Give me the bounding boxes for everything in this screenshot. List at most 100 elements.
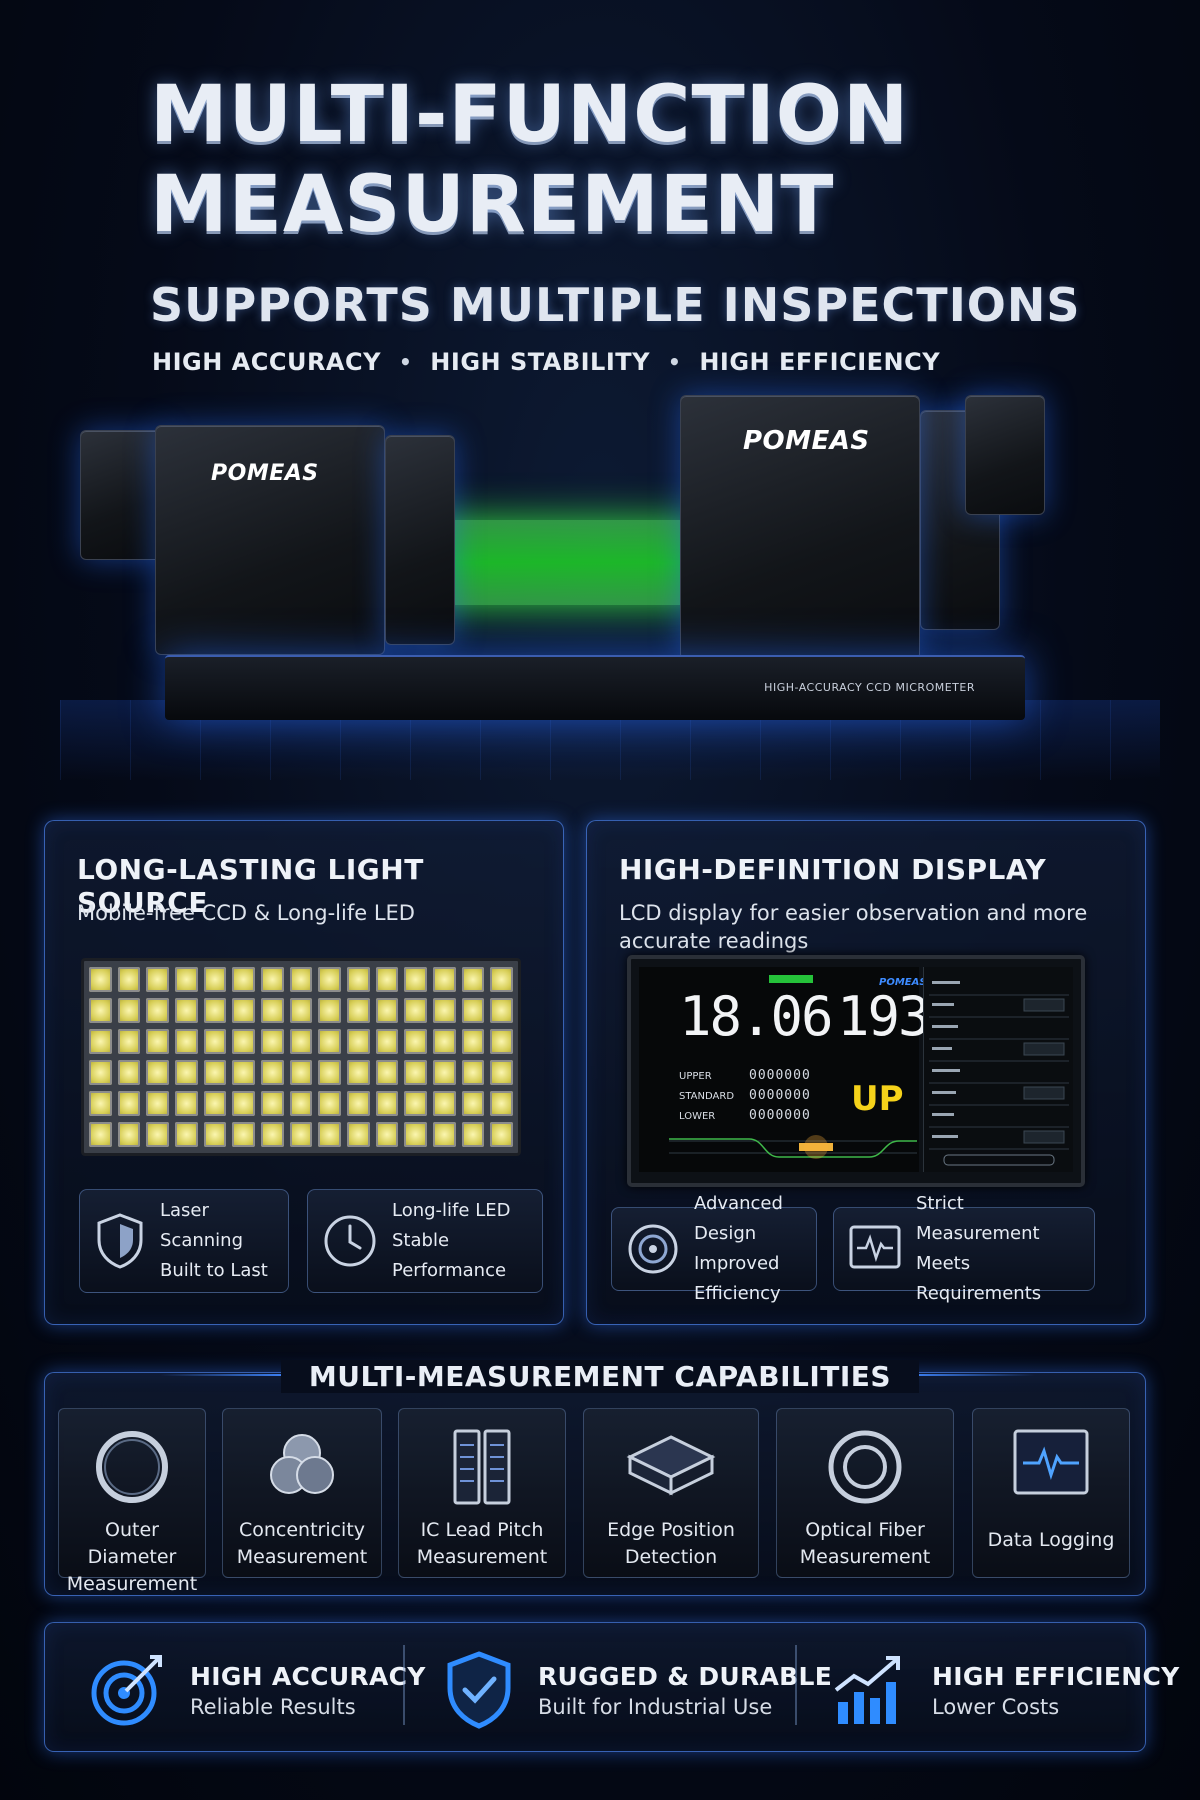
chip-line1: Strict Measurement [916, 1193, 1040, 1244]
led-cell [318, 998, 341, 1023]
chip-line2: Meets Requirements [916, 1253, 1042, 1304]
chip-line2: Improved Efficiency [694, 1253, 781, 1304]
benefit-high-accuracy: HIGH ACCURACY Reliable Results [88, 1645, 426, 1735]
led-cell [461, 967, 485, 992]
band-divider [403, 1645, 405, 1725]
led-cell [203, 967, 227, 992]
ring-icon [96, 1431, 168, 1503]
led-cell [203, 1091, 227, 1116]
benefits-band [44, 1622, 1146, 1752]
led-cell [346, 967, 370, 992]
led-cell [318, 1060, 341, 1085]
led-cell [146, 1122, 169, 1147]
cap-line2: Measurement [416, 1546, 548, 1568]
cube-icon [626, 1435, 716, 1496]
hero-title-line2: MEASUREMENT [150, 160, 835, 250]
led-cell [318, 1029, 341, 1054]
led-cell [490, 1122, 513, 1147]
left-module-cap [80, 430, 165, 560]
lcd-seg-lower: 0000000 [749, 1108, 811, 1123]
lcd-display: 18.06 193 UPPER STANDARD LOWER 0000000 0… [627, 955, 1085, 1187]
title-rule-right [905, 1374, 1035, 1376]
led-cell [375, 1122, 399, 1147]
led-cell [432, 1122, 456, 1147]
led-cell [375, 967, 399, 992]
led-cell [461, 1122, 485, 1147]
benefit-sub: Built for Industrial Use [538, 1694, 773, 1719]
growth-chart-icon [834, 1656, 900, 1724]
led-cell [432, 1060, 456, 1085]
benefit-heading: HIGH ACCURACY [190, 1661, 426, 1691]
target-arrow-icon [91, 1655, 162, 1726]
led-array [81, 958, 521, 1156]
led-cell [117, 998, 141, 1023]
chip-line1: Laser Scanning [160, 1200, 244, 1251]
led-cell [346, 1060, 370, 1085]
capabilities-title: MULTI-MEASUREMENT CAPABILITIES [0, 1360, 1200, 1393]
led-cell [174, 998, 198, 1023]
led-cell [346, 1091, 370, 1116]
led-cell [89, 1060, 112, 1085]
lcd-status-up: UP [851, 1079, 904, 1119]
laser-beam [420, 520, 705, 605]
led-cell [174, 1091, 198, 1116]
led-cell [432, 998, 456, 1023]
shield-icon [97, 1213, 143, 1269]
led-cell [346, 1122, 370, 1147]
micrometer-base: HIGH-ACCURACY CCD MICROMETER [165, 655, 1025, 720]
led-cell [260, 1091, 284, 1116]
led-cell [289, 967, 313, 992]
left-lens-ring [385, 435, 455, 645]
led-cell [461, 998, 485, 1023]
chip-advanced-design: Advanced Design Improved Efficiency [611, 1193, 817, 1304]
led-cell [232, 998, 255, 1023]
led-cell [203, 1122, 227, 1147]
ic-chip-icon [453, 1429, 511, 1505]
light-source-desc: Mobile-free CCD & Long-life LED [77, 901, 415, 925]
lcd-status-bar [769, 975, 813, 983]
led-cell [289, 1060, 313, 1085]
led-cell [289, 1122, 313, 1147]
hero-tag-stability: HIGH STABILITY [430, 348, 651, 376]
lcd-brand: POMEAS [879, 977, 927, 988]
title-rule-left [160, 1374, 290, 1376]
led-cell [89, 967, 112, 992]
led-cell [260, 998, 284, 1023]
display-panel: HIGH-DEFINITION DISPLAY LCD display for … [586, 820, 1146, 1325]
capabilities-title-text: MULTI-MEASUREMENT CAPABILITIES [280, 1360, 920, 1393]
chip-line2: Built to Last [160, 1260, 268, 1281]
led-cell [404, 967, 427, 992]
led-cell [375, 1091, 399, 1116]
chip-strict-measurement: Strict Measurement Meets Requirements [833, 1193, 1095, 1304]
led-cell [318, 1122, 341, 1147]
led-cell [346, 1029, 370, 1054]
cap-ic-lead-pitch: IC Lead Pitch Measurement [398, 1408, 566, 1578]
led-cell [375, 998, 399, 1023]
hero-title: MULTI-FUNCTION MEASUREMENT [150, 70, 1150, 250]
cap-optical-fiber: Optical Fiber Measurement [776, 1408, 954, 1578]
tag-separator: • [668, 350, 682, 374]
lcd-seg-standard: 0000000 [749, 1088, 811, 1103]
led-cell [289, 1091, 313, 1116]
led-cell [203, 998, 227, 1023]
led-cell [89, 1029, 112, 1054]
chip-line1: Long-life LED [392, 1200, 511, 1221]
cap-outer-diameter: Outer Diameter Measurement [58, 1408, 206, 1595]
led-cell [146, 1091, 169, 1116]
cap-line1: Edge Position [607, 1519, 735, 1541]
led-cell [232, 967, 255, 992]
brand-logo-right: POMEAS [743, 426, 870, 456]
led-cell [318, 967, 341, 992]
led-cell [461, 1091, 485, 1116]
led-cell [203, 1060, 227, 1085]
led-cell [146, 967, 169, 992]
hero-subtitle: SUPPORTS MULTIPLE INSPECTIONS [150, 278, 1081, 332]
lcd-label-lower: LOWER [679, 1111, 716, 1122]
led-cell [490, 1060, 513, 1085]
chip-line1: Advanced Design [694, 1193, 783, 1244]
led-cell [260, 967, 284, 992]
cap-data-logging: Data Logging [972, 1408, 1130, 1578]
chip-laser-scanning: Laser Scanning Built to Last [79, 1189, 289, 1293]
lcd-side-panel [923, 967, 1073, 1172]
cap-line2: Detection [624, 1546, 718, 1568]
